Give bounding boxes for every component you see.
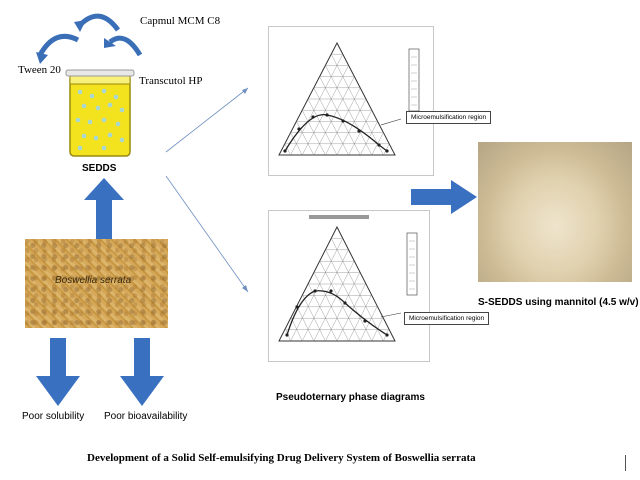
ingredient-capmul: Capmul MCM C8 (140, 15, 221, 27)
beaker-icon (65, 69, 135, 157)
problem-bioavailability: Poor bioavailability (104, 411, 188, 422)
microemulsification-callout-upper: Microemulsification region (406, 111, 492, 124)
phase-diagrams-caption: Pseudoternary phase diagrams (276, 392, 425, 403)
down-arrow-icon (120, 338, 164, 406)
ingredient-tween: Tween 20 (18, 64, 61, 76)
tween-arrow (37, 33, 80, 57)
boswellia-label: Boswellia serrata (55, 275, 132, 286)
phase-diagram-panel-upper (268, 26, 434, 176)
ingredient-transcutol: Transcutol HP (139, 75, 203, 87)
down-arrow-icon (36, 338, 80, 406)
capmul-arrow (78, 13, 121, 32)
microemulsification-callout-lower: Microemulsification region (404, 312, 490, 325)
ternary-diagram-lower (278, 215, 418, 342)
boswellia-image: Boswellia serrata (25, 239, 168, 328)
connector-lines (165, 87, 249, 293)
problem-solubility: Poor solubility (22, 411, 85, 422)
figure-title: Development of a Solid Self-emulsifying … (87, 452, 476, 464)
right-arrow-icon (411, 180, 477, 214)
ternary-diagram-upper (278, 41, 420, 156)
sedds-label: SEDDS (82, 163, 117, 174)
divider (625, 455, 626, 471)
up-arrow-icon (84, 178, 124, 240)
s-sedds-powder-image (478, 142, 632, 282)
transcutol-arrow (108, 35, 143, 57)
product-label: S-SEDDS using mannitol (4.5 w/v) (478, 297, 639, 308)
sedds-illustration (36, 13, 143, 157)
phase-diagram-panel-lower (268, 210, 430, 362)
